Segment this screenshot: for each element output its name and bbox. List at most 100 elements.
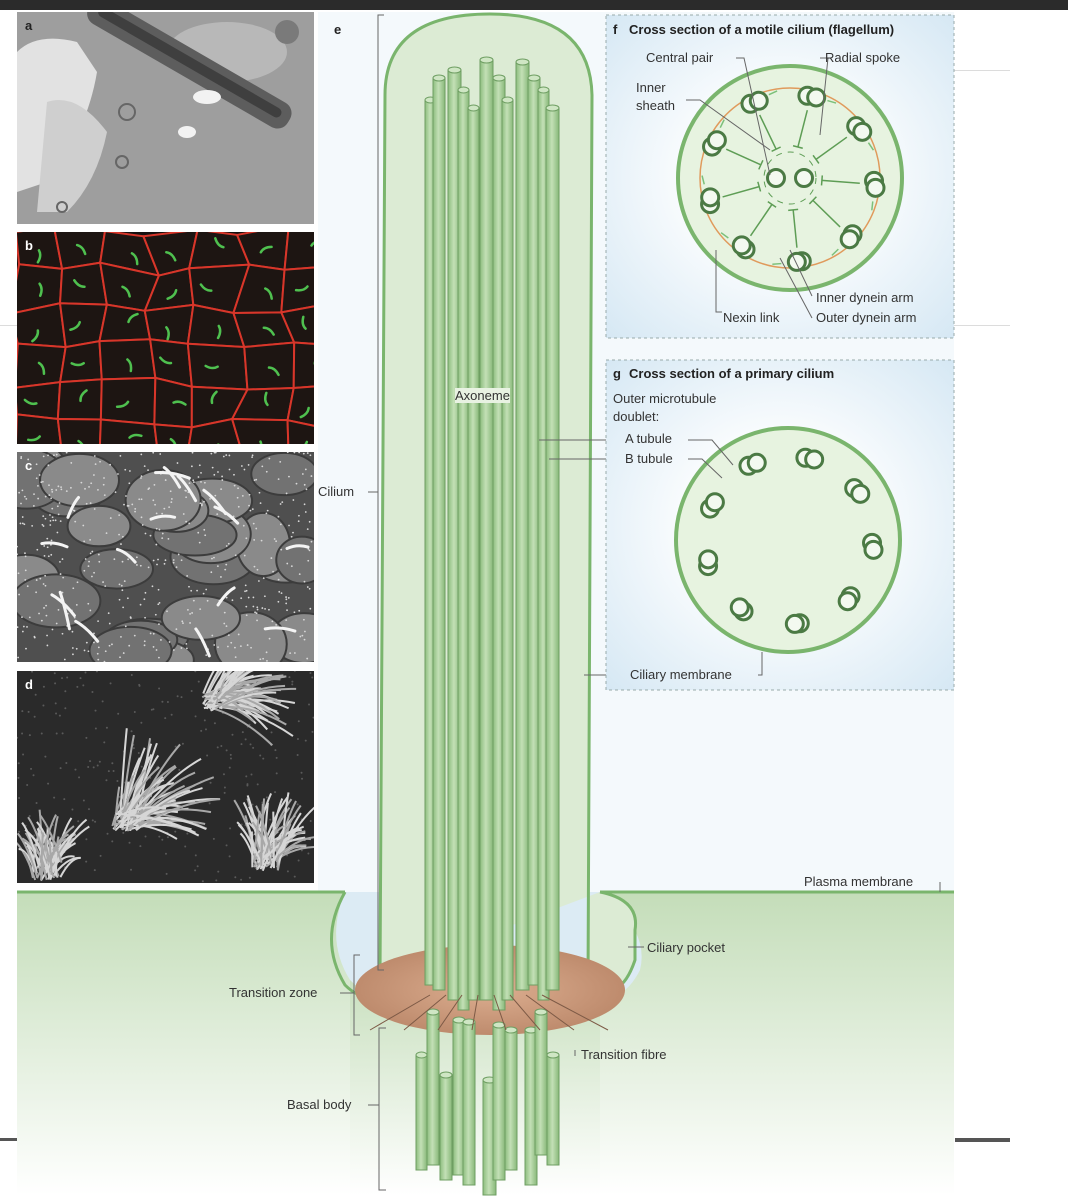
microvillus-dot (65, 490, 68, 492)
surface-texture-dot (286, 854, 289, 857)
microvillus-dot (189, 622, 191, 624)
microvillus-dot (275, 540, 278, 543)
surface-texture-dot (259, 754, 262, 757)
microvillus-dot (42, 455, 45, 458)
microvillus-dot (94, 463, 97, 466)
microvillus-dot (140, 498, 143, 501)
microvillus-dot (261, 465, 264, 468)
b-tubule (746, 452, 767, 473)
surface-texture-dot (275, 756, 278, 759)
microvillus-dot (236, 496, 239, 499)
transition-fibre-line (541, 994, 609, 1031)
surface-texture-dot (107, 770, 110, 773)
microvillus-dot (204, 534, 207, 537)
microvillus-dot (40, 481, 43, 484)
microtubule (515, 61, 530, 991)
surface-texture-dot (311, 676, 314, 679)
microtubule-end (534, 1008, 548, 1016)
surface-texture-dot (164, 717, 167, 720)
motile-cilium-sem (38, 813, 63, 863)
surface-texture-dot (301, 777, 304, 780)
primary-cilium-sem (263, 626, 297, 633)
microvillus-dot (254, 611, 256, 614)
cilium-fluorescence-mark (259, 245, 273, 254)
surface-texture-dot (209, 781, 212, 784)
microvillus-dot (251, 456, 254, 459)
microvillus-dot (251, 508, 254, 511)
surface-texture-dot (252, 746, 255, 749)
microvillus-dot (241, 494, 244, 497)
motile-cilium-sem (226, 671, 253, 693)
label-outer-doublet-line2: doublet: (613, 409, 660, 424)
microvillus-dot (240, 465, 243, 467)
cell-cytoplasm-right (600, 892, 954, 1195)
surface-texture-dot (54, 702, 57, 705)
surface-texture-dot (18, 796, 21, 799)
microvillus-dot (188, 522, 191, 525)
microtubule (545, 107, 560, 991)
microvillus-dot (72, 509, 75, 512)
microvillus-dot (203, 481, 206, 484)
microvillus-dot (286, 609, 288, 612)
microvillus-dot (59, 573, 62, 575)
microvillus-dot (293, 452, 296, 454)
microvillus-dot (23, 495, 26, 498)
microvillus-dot (71, 630, 74, 633)
microvillus-dot (50, 497, 53, 500)
surface-texture-dot (265, 796, 268, 799)
label-inner-sheath-line2: sheath (636, 98, 676, 113)
microvillus-dot (143, 598, 146, 601)
microvillus-dot (172, 561, 175, 564)
microtubule-end (515, 58, 530, 66)
microvillus-dot (155, 543, 158, 546)
radial-spoke-line (749, 204, 773, 237)
surface-texture-dot (17, 776, 20, 779)
microvillus-dot (280, 592, 283, 595)
motile-cilium-cross-section (676, 64, 904, 292)
microvillus-dot (136, 564, 138, 566)
microvillus-dot (230, 641, 233, 644)
microvillus-dot (55, 453, 58, 456)
microvillus-dot (37, 485, 39, 487)
microvillus-dot (233, 484, 236, 487)
surface-texture-dot (138, 683, 141, 686)
surface-texture-dot (55, 712, 58, 715)
microvillus-dot (161, 512, 164, 515)
microvillus-dot (152, 646, 155, 648)
microvillus-dot (285, 602, 288, 605)
microvillus-dot (285, 596, 287, 598)
microvillus-dot (225, 625, 228, 628)
microvillus-dot (83, 569, 86, 572)
surface-texture-dot (82, 799, 85, 802)
cilium-fluorescence-mark (79, 389, 88, 403)
microvillus-dot (139, 603, 142, 606)
microvillus-dot (157, 558, 159, 561)
surface-texture-dot (99, 854, 102, 857)
microvillus-dot (155, 512, 158, 515)
surface-texture-dot (200, 729, 203, 732)
background-rule-bottom-left (0, 1138, 17, 1141)
surface-texture-dot (42, 704, 45, 707)
microvillus-dot (175, 566, 178, 569)
microvillus-dot (248, 493, 251, 496)
microvillus-dot (32, 505, 35, 507)
bracket-cilium (368, 14, 384, 971)
microvillus-dot (190, 465, 193, 468)
microtubule (457, 89, 470, 1011)
surface-texture-dot (291, 680, 294, 683)
cilium-fluorescence-mark (158, 356, 173, 365)
microvillus-dot (157, 588, 160, 591)
spoke-head (812, 154, 820, 164)
cell-surface (66, 504, 132, 548)
microvillus-dot (50, 543, 52, 546)
surface-texture-dot (296, 803, 299, 806)
surface-texture-dot (152, 708, 155, 711)
surface-texture-dot (111, 840, 114, 843)
microvillus-dot (154, 613, 157, 616)
dynein-arm (719, 119, 725, 129)
microvillus-dot (51, 628, 54, 631)
surface-texture-dot (130, 674, 133, 677)
microvillus-dot (24, 569, 27, 572)
microvillus-dot (73, 616, 76, 619)
surface-texture-dot (61, 732, 64, 735)
